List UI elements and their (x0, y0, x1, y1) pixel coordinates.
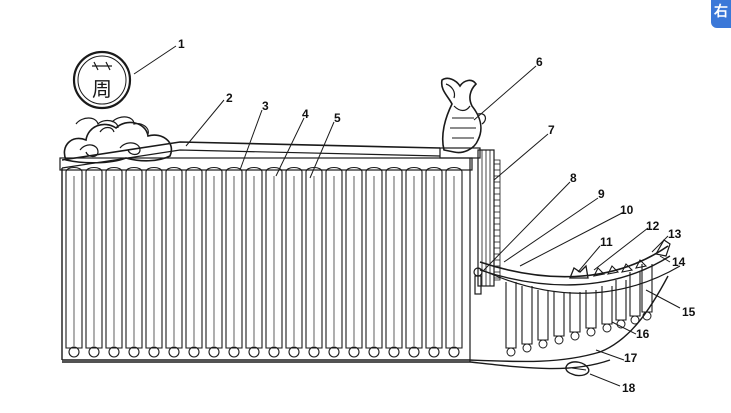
drip-tile (368, 346, 380, 358)
tile-column (405, 166, 423, 349)
tile-column (105, 166, 123, 349)
main-ridge (61, 141, 441, 161)
drip-tile (88, 346, 100, 358)
callout-7: 7 (548, 123, 555, 137)
drip-tile (188, 346, 200, 358)
eave-tile-column (585, 290, 597, 329)
eave-drip-tile (506, 347, 516, 357)
ridge-cloud-ornament (63, 116, 173, 164)
drip-tile (208, 346, 220, 358)
eave-tile-column (615, 280, 627, 321)
eave-drip-tile (602, 323, 612, 333)
drip-tile (408, 346, 420, 358)
drip-tile (168, 346, 180, 358)
eave-tile-column (505, 282, 517, 349)
tile-column (285, 166, 303, 349)
callout-3: 3 (262, 99, 269, 113)
callout-1: 1 (178, 37, 185, 51)
eave-bottom-curve (62, 275, 669, 363)
eave-tile-column (553, 292, 565, 337)
drip-tile (108, 346, 120, 358)
callout-4: 4 (302, 107, 309, 121)
callout-labels: 1 2 3 4 5 6 7 8 9 10 11 12 13 14 15 16 1… (133, 37, 696, 395)
tile-column (265, 166, 283, 349)
callout-9: 9 (598, 187, 605, 201)
callout-13: 13 (668, 227, 682, 241)
tile-column (325, 166, 343, 349)
drip-tile (448, 346, 460, 358)
drip-tile (228, 346, 240, 358)
tile-column (85, 166, 103, 349)
tile-column (345, 166, 363, 349)
tile-column (425, 166, 443, 349)
drip-tile (128, 346, 140, 358)
eave-drip-tiles (68, 346, 460, 358)
drip-tile (68, 346, 80, 358)
drip-tile (288, 346, 300, 358)
eave-drip-tile (522, 343, 532, 353)
callout-10: 10 (620, 203, 634, 217)
callout-14: 14 (672, 255, 686, 269)
callout-5: 5 (334, 111, 341, 125)
callout-12: 12 (646, 219, 660, 233)
tile-column (205, 166, 223, 349)
tile-columns (65, 166, 463, 349)
callout-17: 17 (624, 351, 638, 365)
drip-tile (308, 346, 320, 358)
tile-column (225, 166, 243, 349)
eave-drip-tile (642, 311, 652, 321)
tile-column (145, 166, 163, 349)
eave-drip-tile (586, 327, 596, 337)
ridge-beast-figures (569, 239, 671, 279)
callout-11: 11 (600, 235, 613, 249)
ridge-medallion: 周 (72, 50, 132, 110)
callout-6: 6 (536, 55, 543, 69)
tile-column (165, 166, 183, 349)
tile-column (245, 166, 263, 349)
tile-column (385, 166, 403, 349)
callout-8: 8 (570, 171, 577, 185)
translate-badge[interactable]: 右 (711, 0, 731, 28)
drip-tile (428, 346, 440, 358)
eave-drip-tile (630, 315, 640, 325)
tile-column (305, 166, 323, 349)
eave-tile-column (537, 290, 549, 341)
flying-eave (473, 149, 681, 377)
eave-hanging-ornament (565, 361, 590, 377)
tile-column (185, 166, 203, 349)
eave-tile-column (629, 272, 641, 317)
tile-column (365, 166, 383, 349)
callout-18: 18 (622, 381, 636, 395)
drip-tile (248, 346, 260, 358)
callout-16: 16 (636, 327, 650, 341)
eave-tile-columns (505, 264, 653, 357)
hip-ridge (479, 245, 669, 278)
eave-tile-column (521, 286, 533, 345)
eave-drip-tile (554, 335, 564, 345)
eave-drip-tile (538, 339, 548, 349)
roof-tile-field (59, 141, 669, 370)
drip-tile (388, 346, 400, 358)
medallion-glyph: 周 (92, 77, 112, 101)
drip-tile (328, 346, 340, 358)
eave-tile-column (569, 292, 581, 333)
tile-column (65, 166, 83, 349)
ridge-finial-chiwen (439, 77, 487, 159)
tile-column (445, 166, 463, 349)
drip-tile (348, 346, 360, 358)
eave-drip-tile (570, 331, 580, 341)
tile-column (125, 166, 143, 349)
drip-tile (268, 346, 280, 358)
ridge-beam (59, 157, 473, 171)
callout-15: 15 (682, 305, 696, 319)
callout-2: 2 (226, 91, 233, 105)
drip-tile (148, 346, 160, 358)
